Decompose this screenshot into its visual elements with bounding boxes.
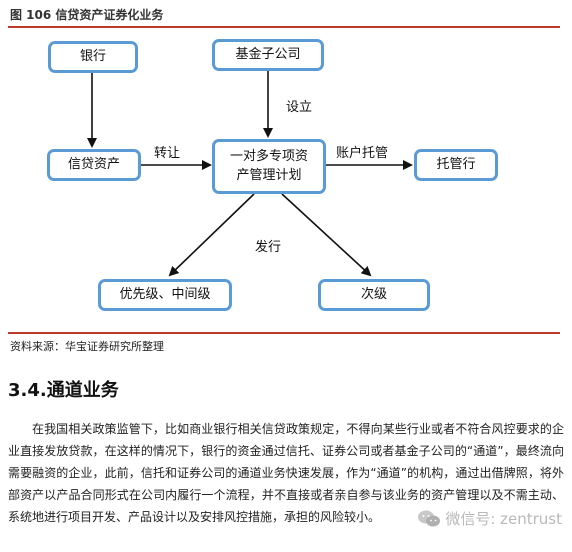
top-rule: [8, 26, 560, 28]
node-bank-label: 银行: [79, 48, 106, 64]
edge-label-establish: 设立: [286, 100, 313, 115]
node-asset-management-plan: 一对多专项资 产管理计划: [212, 139, 326, 194]
node-fund-subsidiary: 基金子公司: [212, 39, 324, 71]
diagram-arrows: [87, 71, 413, 277]
edge-label-transfer: 转让: [154, 146, 181, 161]
node-custodian-bank: 托管行: [414, 149, 498, 181]
edge-label-issue: 发行: [255, 240, 282, 255]
node-plan-label-line1: 一对多专项资: [229, 149, 308, 165]
edge-label-account-custody: 账户托管: [336, 146, 389, 161]
figure-title: 图 106 信贷资产证券化业务: [10, 8, 164, 22]
watermark: 微信号: zentrust: [417, 508, 562, 529]
node-junior: 次级: [318, 279, 430, 311]
flow-diagram: 银行 基金子公司 信贷资产 一对多专项资 产管理计划 托管行 优先级、中间级 次…: [47, 39, 498, 311]
node-plan-label-line2: 产管理计划: [236, 167, 302, 183]
figure-source: 资料来源：华宝证券研究所整理: [10, 340, 164, 353]
wechat-icon: [418, 510, 441, 526]
arrow-plan-to-senior: [168, 193, 255, 277]
node-senior-mezzanine: 优先级、中间级: [98, 279, 232, 311]
node-junior-label: 次级: [360, 286, 387, 302]
arrow-plan-to-junior: [281, 193, 372, 277]
node-senior-mezzanine-label: 优先级、中间级: [119, 286, 211, 302]
section-heading: 3.4.通道业务: [8, 380, 119, 401]
node-fund-subsidiary-label: 基金子公司: [235, 46, 301, 62]
node-custodian-bank-label: 托管行: [436, 156, 476, 172]
watermark-text: 微信号: zentrust: [445, 510, 562, 528]
node-bank: 银行: [48, 41, 138, 73]
node-credit-assets: 信贷资产: [47, 149, 141, 181]
section-paragraph: 在我国相关政策监管下，比如商业银行相关信贷政策规定，不得向某些行业或者不符合风控…: [8, 422, 564, 524]
bottom-rule: [8, 332, 560, 334]
node-credit-assets-label: 信贷资产: [67, 156, 120, 172]
